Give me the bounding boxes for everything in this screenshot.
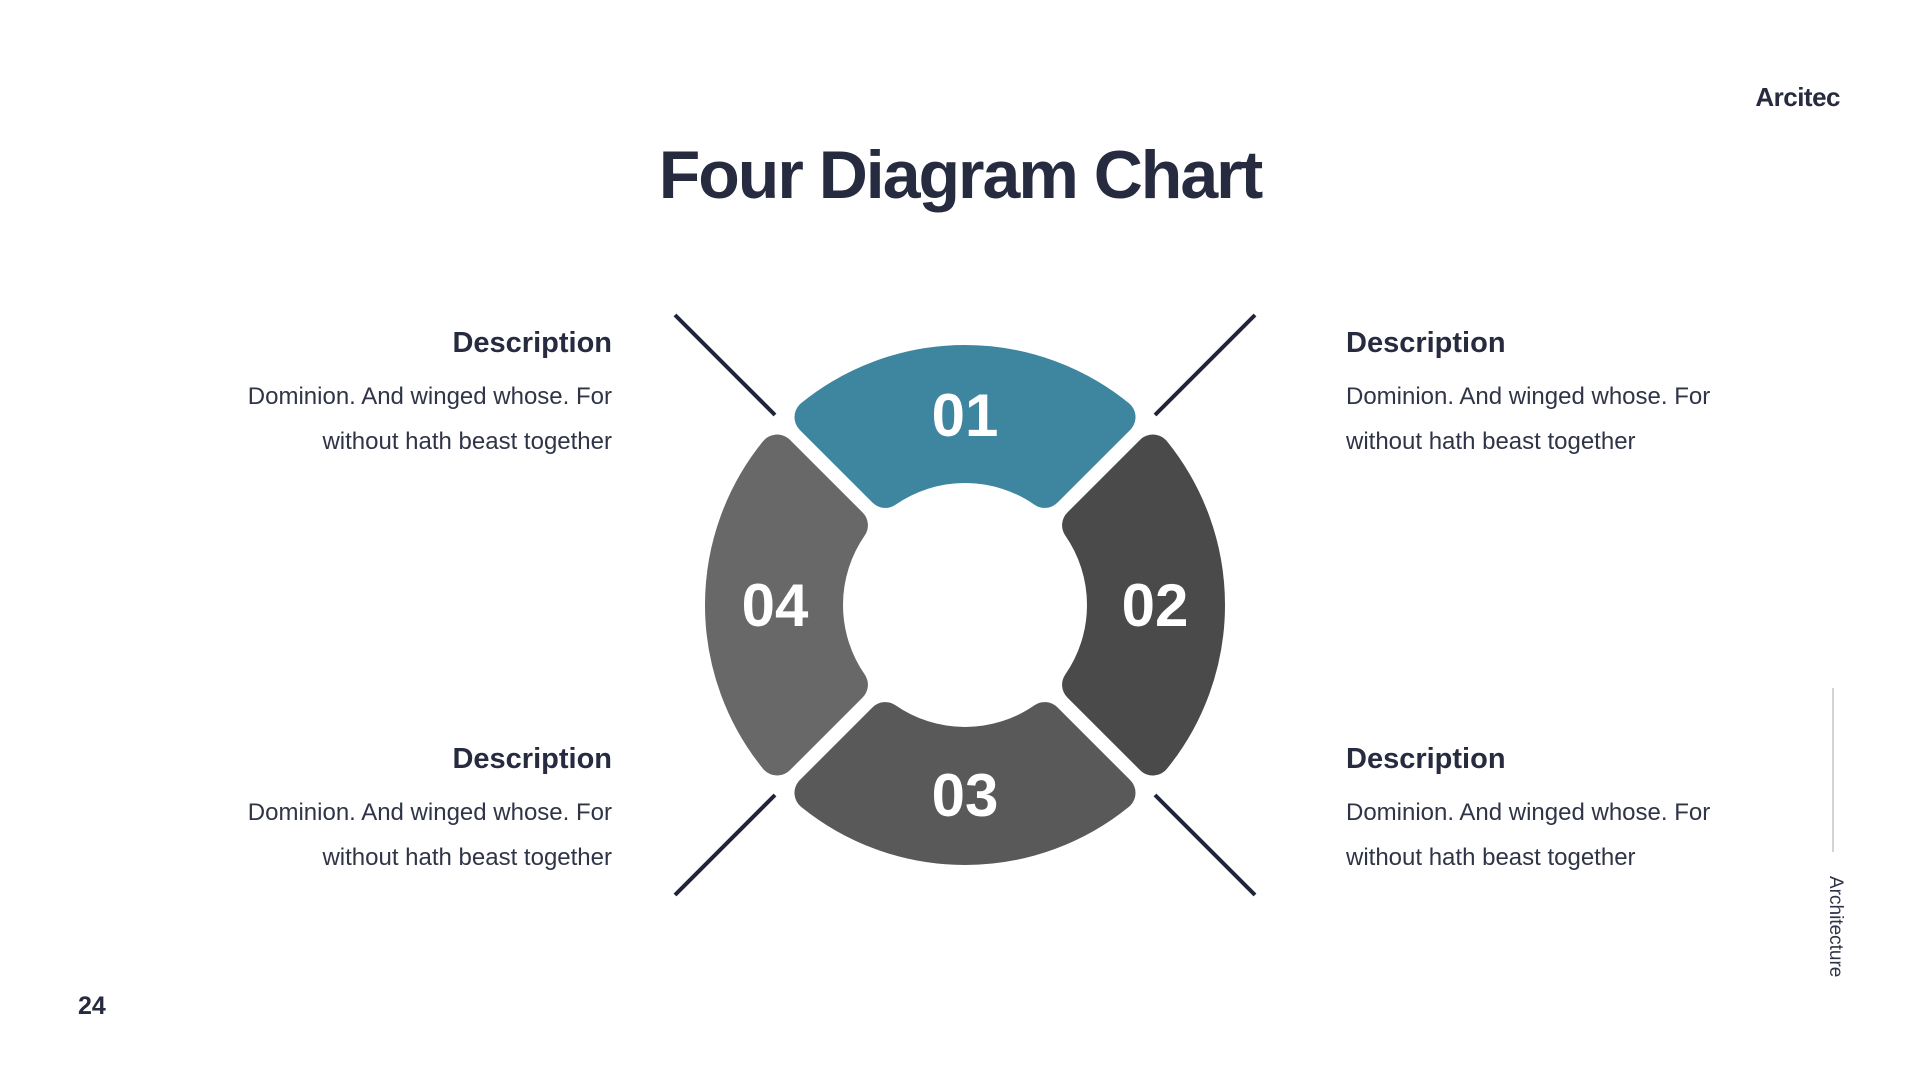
diagram-segment-label-04: 04 [742, 572, 809, 639]
vertical-divider-line [1832, 688, 1834, 852]
description-text-line: without hath beast together [1346, 844, 1636, 871]
description-block-bottom-left: Description Dominion. And winged whose. … [182, 742, 612, 880]
description-text-line: Dominion. And winged whose. For [1346, 799, 1711, 826]
description-text-line: Dominion. And winged whose. For [1346, 383, 1711, 410]
description-text-line: Dominion. And winged whose. For [247, 383, 612, 410]
description-text-line: Dominion. And winged whose. For [247, 799, 612, 826]
description-block-top-left: Description Dominion. And winged whose. … [182, 326, 612, 464]
diagonal-corner-line-3 [1153, 793, 1257, 897]
description-block-bottom-right: Description Dominion. And winged whose. … [1346, 742, 1776, 880]
diagram-segment-03 [794, 702, 1136, 865]
description-heading: Description [452, 327, 612, 359]
description-heading: Description [1346, 327, 1506, 359]
side-label-architecture: Architecture [1825, 876, 1846, 978]
diagram-segment-label-02: 02 [1122, 572, 1189, 639]
diagram-segment-02 [1062, 434, 1225, 776]
diagonal-corner-line-1 [1153, 313, 1257, 417]
description-heading: Description [1346, 743, 1506, 775]
diagonal-corner-line-0 [673, 313, 777, 417]
diagram-segment-04 [705, 434, 868, 776]
diagram-segment-label-03: 03 [932, 762, 999, 829]
page-number: 24 [78, 992, 106, 1020]
description-text-line: without hath beast together [322, 844, 612, 871]
brand-logo: Arcitec [1755, 82, 1840, 112]
four-segment-donut-diagram: 01 02 03 04 [673, 313, 1257, 897]
description-text-line: without hath beast together [322, 428, 612, 455]
page-title: Four Diagram Chart [658, 137, 1264, 213]
description-text-line: without hath beast together [1346, 428, 1636, 455]
diagonal-corner-line-2 [673, 793, 777, 897]
diagram-segment-01 [794, 345, 1136, 508]
diagram-segment-label-01: 01 [932, 382, 999, 449]
description-heading: Description [452, 743, 612, 775]
description-block-top-right: Description Dominion. And winged whose. … [1346, 326, 1776, 464]
